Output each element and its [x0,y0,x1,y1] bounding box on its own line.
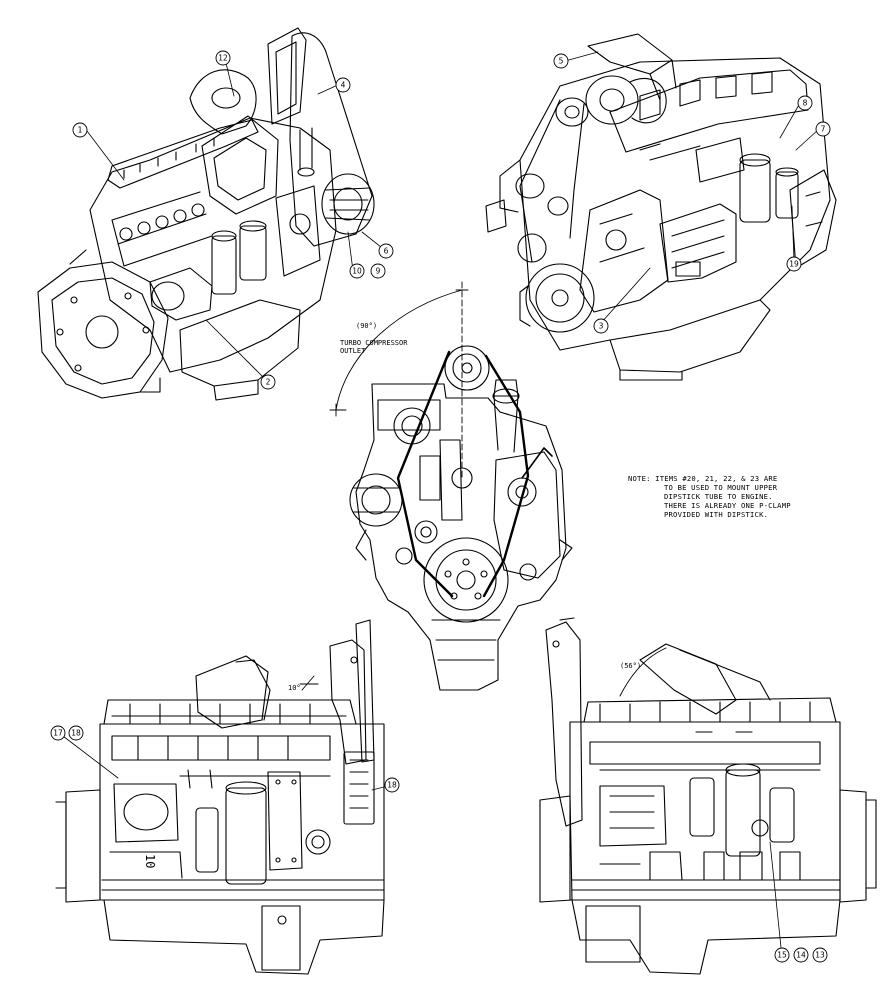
svg-text:13: 13 [815,951,825,960]
turbo-angle-label: (90°) [356,322,377,330]
engine-front-view [329,281,573,691]
balloon-2: 2 [260,374,276,390]
balloon-10: 10 [349,263,365,279]
svg-text:14: 14 [796,951,806,960]
engine-side-right-view [539,617,877,975]
balloon-14: 14 [793,947,809,963]
note-line-2: TO BE USED TO MOUNT UPPER [664,483,778,492]
svg-text:18: 18 [71,729,81,738]
engine-iso-right-view [485,33,837,381]
left-angle-label: 10° [288,684,301,692]
note-line-3: DIPSTICK TUBE TO ENGINE. [664,492,773,501]
assembly-note: NOTE: ITEMS #20, 21, 22, & 23 ARE TO BE … [628,474,868,519]
svg-text:1: 1 [78,126,83,135]
balloon-13: 13 [812,947,828,963]
engine-side-left-view [55,619,385,975]
balloon-18-left: 18 [68,725,84,741]
svg-text:4: 4 [341,81,346,90]
stamp-label: 10 [143,854,157,868]
svg-text:10: 10 [352,267,362,276]
svg-text:2: 2 [266,378,271,387]
balloon-9: 9 [370,263,386,279]
balloon-5: 5 [553,53,569,69]
svg-text:17: 17 [53,729,63,738]
balloon-8: 8 [797,95,813,111]
svg-text:9: 9 [376,267,381,276]
svg-text:6: 6 [384,247,389,256]
balloon-15: 15 [774,947,790,963]
balloon-19: 19 [786,256,802,272]
svg-text:3: 3 [599,322,604,331]
svg-text:5: 5 [559,57,564,66]
engine-iso-left-view [37,27,375,401]
svg-text:18: 18 [387,781,397,790]
note-line-5: PROVIDED WITH DIPSTICK. [664,510,769,519]
svg-text:8: 8 [803,99,808,108]
note-line-1: NOTE: ITEMS #20, 21, 22, & 23 ARE [628,474,778,483]
svg-text:15: 15 [777,951,787,960]
balloon-12: 12 [215,50,231,66]
balloon-4: 4 [335,77,351,93]
turbo-label-line1: TURBO COMPRESSOR [340,339,408,347]
balloon-7: 7 [815,121,831,137]
balloon-17: 17 [50,725,66,741]
balloon-1: 1 [72,122,88,138]
right-angle-label: (56°) [620,662,641,670]
note-line-4: THERE IS ALREADY ONE P-CLAMP [664,501,791,510]
balloon-18-right: 18 [384,777,400,793]
svg-text:12: 12 [218,54,228,63]
svg-text:7: 7 [821,125,826,134]
turbo-label-line2: OUTLET [340,347,366,355]
leader-lines [58,51,820,958]
balloon-6: 6 [378,243,394,259]
item-balloons: 1 12 4 6 10 9 2 5 8 7 19 3 17 18 18 15 1… [50,50,831,963]
svg-text:19: 19 [789,260,799,269]
dimension-labels: (90°) TURBO COMPRESSOR OUTLET 10° (56°) … [143,322,641,868]
balloon-3: 3 [593,318,609,334]
